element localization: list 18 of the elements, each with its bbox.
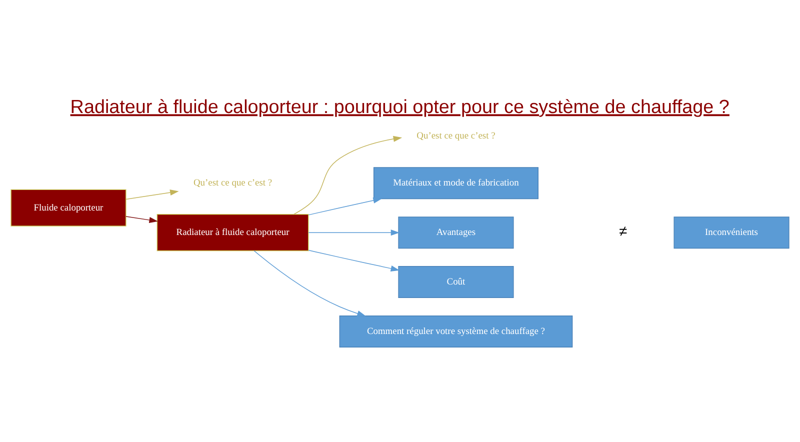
arrow [308, 196, 382, 215]
node-text: Qu’est ce que c’est ? [193, 178, 272, 188]
node-box: Comment réguler votre système de chauffage ? [339, 314, 573, 347]
arrow [293, 135, 402, 214]
node-text: Qu’est ce que c’est ? [416, 130, 496, 141]
node-box: Inconvénients [674, 216, 790, 248]
node-box: Radiateur à fluide caloporteur [156, 214, 309, 251]
arrow [308, 229, 400, 236]
diagram-title: Radiateur à fluide caloporteur : pourquoi opter pour ce système de chauffage ? [70, 96, 730, 118]
label: ≠ [619, 224, 628, 240]
arrow [126, 189, 179, 200]
arrow [254, 250, 366, 316]
arrow [126, 216, 158, 223]
node-box: Matériaux et mode de fabrication [373, 166, 538, 199]
node-box: Avantages [398, 216, 514, 248]
arrow [308, 249, 400, 271]
node-box: Fluide caloporteur [10, 188, 126, 226]
node-box: Coût [398, 266, 514, 298]
